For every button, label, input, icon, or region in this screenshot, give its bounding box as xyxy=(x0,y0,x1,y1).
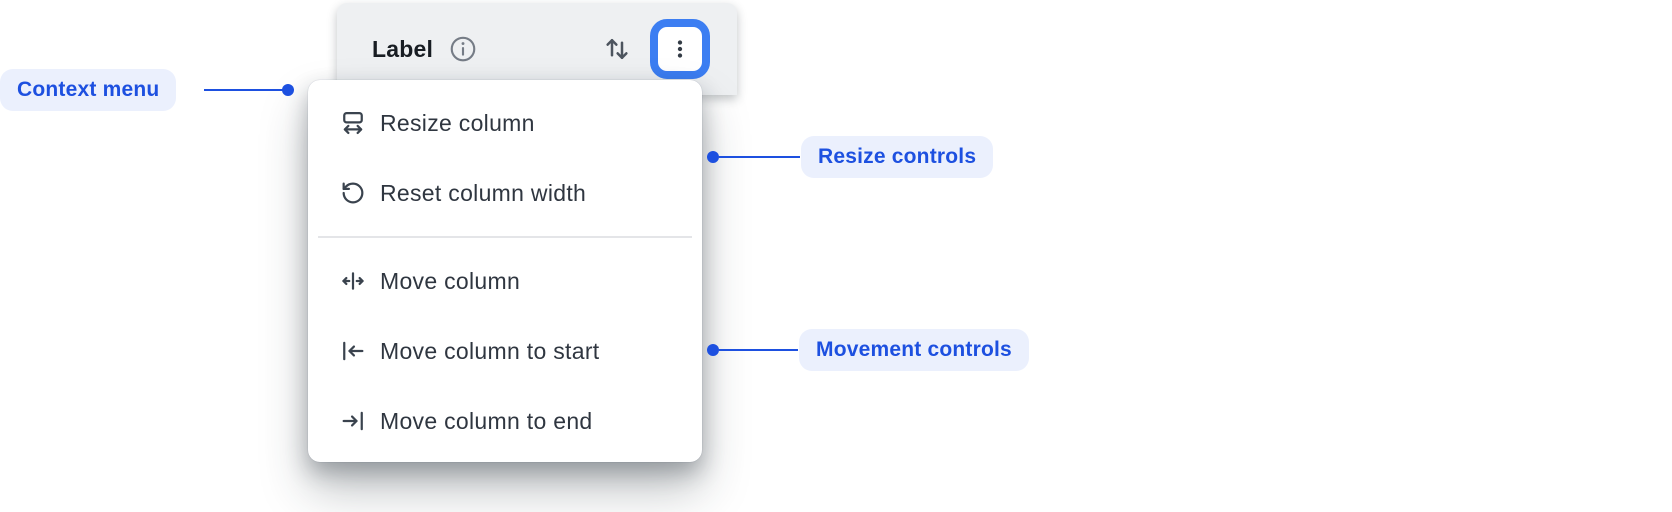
annotation-resize-controls: Resize controls xyxy=(801,136,994,178)
move-column-icon xyxy=(338,266,368,296)
table-column-header: Label xyxy=(337,3,737,95)
move-column-to-start-icon xyxy=(338,336,368,366)
annotation-context-menu: Context menu xyxy=(0,69,177,111)
reset-column-width-icon xyxy=(338,178,368,208)
annotation-leader-line xyxy=(204,89,284,91)
annotation-dot xyxy=(707,151,719,163)
resize-column-icon xyxy=(338,108,368,138)
move-column-to-end-icon xyxy=(338,406,368,436)
menu-item-label: Resize column xyxy=(380,109,535,136)
menu-group-resize: Resize column Reset column width xyxy=(308,88,702,228)
menu-item-label: Move column to start xyxy=(380,337,600,364)
menu-item-resize-column[interactable]: Resize column xyxy=(308,88,702,158)
menu-item-label: Move column to end xyxy=(380,407,593,434)
annotation-leader-line xyxy=(719,156,800,158)
more-menu-button[interactable] xyxy=(650,19,710,79)
column-title: Label xyxy=(372,35,434,62)
menu-item-move-column-to-end[interactable]: Move column to end xyxy=(308,386,702,456)
menu-group-movement: Move column Move column to start xyxy=(308,246,702,456)
annotation-movement-controls: Movement controls xyxy=(799,329,1029,371)
column-context-menu: Resize column Reset column width xyxy=(308,80,702,462)
annotation-dot xyxy=(282,84,294,96)
annotation-leader-line xyxy=(719,349,798,351)
info-icon[interactable] xyxy=(448,34,478,64)
sort-arrows-icon[interactable] xyxy=(602,34,632,64)
menu-item-move-column[interactable]: Move column xyxy=(308,246,702,316)
menu-item-label: Reset column width xyxy=(380,179,587,206)
more-menu-icon xyxy=(667,36,693,62)
annotation-dot xyxy=(707,344,719,356)
menu-item-reset-column-width[interactable]: Reset column width xyxy=(308,158,702,228)
menu-item-move-column-to-start[interactable]: Move column to start xyxy=(308,316,702,386)
menu-item-label: Move column xyxy=(380,267,521,294)
menu-divider xyxy=(318,236,692,238)
